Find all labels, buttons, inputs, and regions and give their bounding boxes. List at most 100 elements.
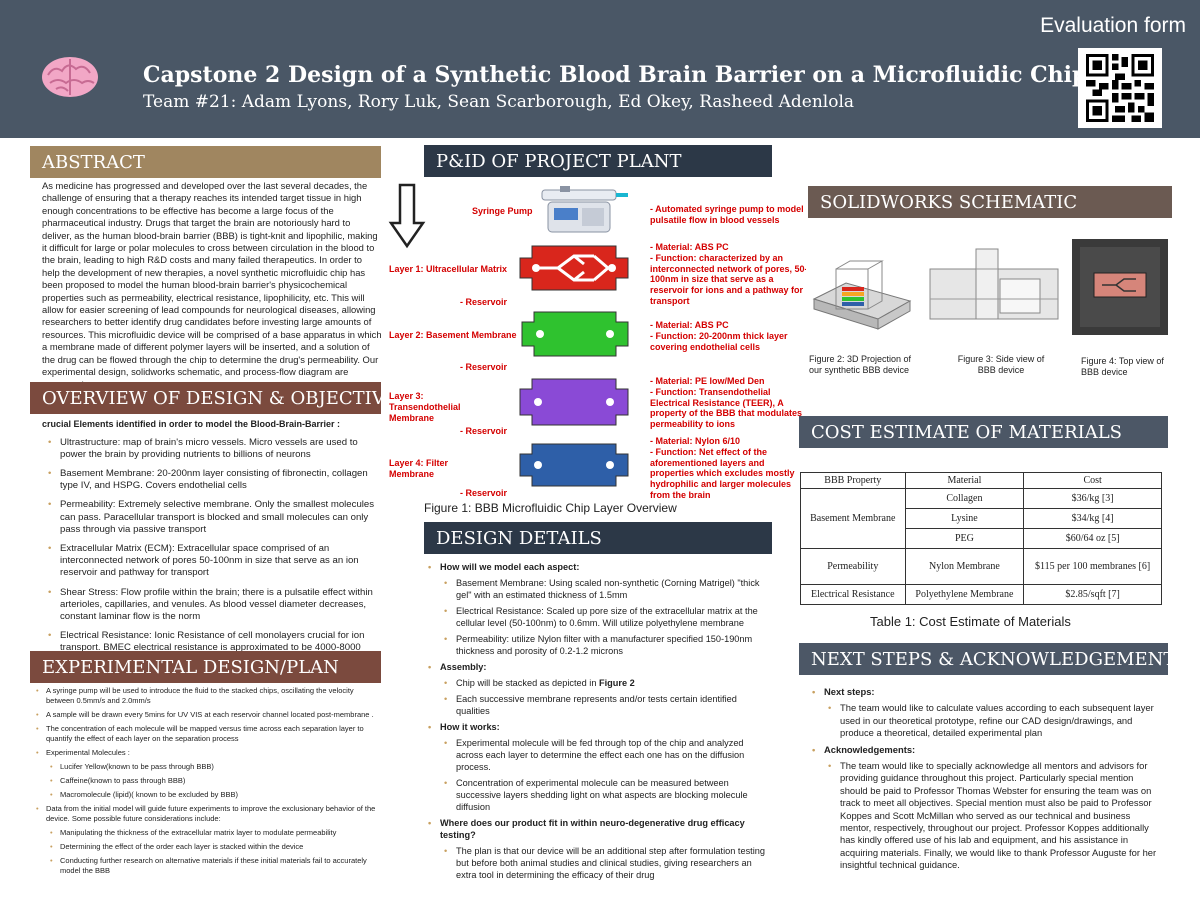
experimental-heading: EXPERIMENTAL DESIGN/PLAN — [30, 651, 381, 683]
figure1-caption: Figure 1: BBB Microfluidic Chip Layer Ov… — [424, 501, 677, 515]
design-question: Assembly: — [422, 661, 772, 673]
property-cell: Electrical Resistance — [800, 584, 906, 605]
layer3-desc: - Material: PE low/Med Den - Function: T… — [650, 376, 803, 430]
table-row: Lysine $34/kg [4] — [801, 508, 1162, 529]
next-steps-item: The team would like to calculate values … — [822, 702, 1162, 739]
table-row: Basement Membrane Collagen $36/kg [3] — [800, 488, 1162, 549]
cost-cell: $34/kg [4] — [1023, 508, 1162, 529]
future-item: Conducting further research on alternati… — [46, 856, 382, 876]
layer4-desc: - Material: Nylon 6/10 - Function: Net e… — [650, 436, 795, 500]
layer3-label: Layer 3: Transendothelial Membrane — [389, 391, 461, 423]
table-row: Permeability Nylon Membrane $115 per 100… — [800, 548, 1162, 585]
overview-item: Ultrastructure: map of brain's micro ves… — [42, 437, 382, 461]
column-header: BBB Property — [800, 472, 906, 489]
cost-table: BBB Property Material Cost Basement Memb… — [800, 472, 1162, 605]
syringe-pump-icon — [541, 186, 628, 233]
layer3-chip — [519, 378, 629, 426]
next-steps-label: Next steps: — [806, 686, 1162, 699]
next-steps-list: Next steps: The team would like to calcu… — [806, 686, 1162, 876]
syringe-pump-label: Syringe Pump — [472, 206, 533, 216]
overview-item: Basement Membrane: 20-200nm layer consis… — [42, 468, 382, 492]
design-question: Where does our product fit in within neu… — [422, 817, 772, 841]
experimental-item: A sample will be drawn every 5mins for U… — [32, 710, 382, 720]
layer2-chip — [521, 311, 629, 357]
design-item: Experimental molecule will be fed throug… — [438, 737, 772, 773]
cost-cell: $60/64 oz [5] — [1023, 528, 1162, 549]
experimental-item: A syringe pump will be used to introduce… — [32, 686, 382, 706]
side-view-image — [926, 239, 1062, 335]
future-item: Determining the effect of the order each… — [46, 842, 382, 852]
layer1-chip — [519, 245, 629, 291]
acknowledgements-item: The team would like to specially acknowl… — [822, 760, 1162, 872]
table1-caption: Table 1: Cost Estimate of Materials — [870, 614, 1071, 629]
next-steps-heading: NEXT STEPS & ACKNOWLEDGEMENTS — [799, 643, 1188, 675]
molecule-item: Lucifer Yellow(known to be pass through … — [46, 762, 382, 772]
material-cell: Polyethylene Membrane — [904, 584, 1025, 605]
acknowledgements-label: Acknowledgements: — [806, 744, 1162, 757]
overview-lead: crucial Elements identified in order to … — [42, 419, 341, 429]
syringe-pump-desc: - Automated syringe pump to model pulsat… — [650, 204, 804, 225]
design-question: How it works: — [422, 721, 772, 733]
pid-heading: P&ID OF PROJECT PLANT — [424, 145, 772, 177]
figure4-caption: Figure 4: Top view of BBB device — [1081, 356, 1164, 377]
cost-cell: $2.85/sqft [7] — [1023, 584, 1162, 605]
experimental-item: Experimental Molecules : — [32, 748, 382, 758]
3d-projection-image — [806, 239, 918, 347]
figure2-caption: Figure 2: 3D Projection of our synthetic… — [809, 354, 912, 375]
experimental-list: A syringe pump will be used to introduce… — [32, 686, 382, 880]
top-view-image — [1072, 239, 1168, 335]
design-item: Basement Membrane: Using scaled non-synt… — [438, 577, 772, 601]
overview-list: crucial Elements identified in order to … — [42, 418, 382, 674]
team-members: Team #21: Adam Lyons, Rory Luk, Sean Sca… — [143, 92, 855, 112]
material-cell: Lysine — [904, 508, 1025, 529]
design-question: How will we model each aspect: — [422, 561, 772, 573]
table-header-row: BBB Property Material Cost — [800, 472, 1162, 489]
material-cell: PEG — [904, 528, 1025, 549]
molecule-item: Caffeine(known to pass through BBB) — [46, 776, 382, 786]
design-item: The plan is that our device will be an a… — [438, 845, 772, 881]
cost-cell: $115 per 100 membranes [6] — [1023, 548, 1162, 585]
abstract-heading: ABSTRACT — [30, 146, 381, 178]
molecule-item: Macromolecule (lipid)( known to be exclu… — [46, 790, 382, 800]
future-item: Manipulating the thickness of the extrac… — [46, 828, 382, 838]
layer2-desc: - Material: ABS PC - Function: 20-200nm … — [650, 320, 788, 352]
abstract-body: As medicine has progressed and developed… — [42, 180, 382, 390]
cost-heading: COST ESTIMATE OF MATERIALS — [799, 416, 1168, 448]
layer4-label: Layer 4: Filter Membrane — [389, 458, 449, 479]
layer4-chip — [519, 443, 629, 487]
design-item-text: Chip will be stacked as depicted in — [456, 678, 599, 688]
experimental-item: The concentration of each molecule will … — [32, 724, 382, 744]
reservoir-label: - Reservoir — [460, 426, 508, 436]
design-item: Electrical Resistance: Scaled up pore si… — [438, 605, 772, 629]
design-item: Chip will be stacked as depicted in Figu… — [438, 677, 772, 689]
qr-code-icon[interactable] — [1078, 48, 1162, 128]
overview-item: Permeability: Extremely selective membra… — [42, 499, 382, 536]
solidworks-heading: SOLIDWORKS SCHEMATIC — [808, 186, 1172, 218]
overview-item: Shear Stress: Flow profile within the br… — [42, 587, 382, 624]
design-item: Permeability: utilize Nylon filter with … — [438, 633, 772, 657]
reservoir-label: - Reservoir — [460, 488, 508, 498]
design-list: How will we model each aspect: Basement … — [422, 561, 772, 885]
flow-down-arrow-icon — [388, 183, 426, 249]
figure2-reference: Figure 2 — [599, 678, 635, 688]
table-row: PEG $60/64 oz [5] — [801, 528, 1162, 549]
design-item: Concentration of experimental molecule c… — [438, 777, 772, 813]
overview-heading: OVERVIEW OF DESIGN & OBJECTIVES — [30, 382, 410, 414]
evaluation-form-link[interactable]: Evaluation form — [1040, 14, 1186, 37]
layer2-label: Layer 2: Basement Membrane — [389, 330, 517, 340]
material-cell: Collagen — [904, 488, 1025, 509]
figure3-caption: Figure 3: Side view of BBB device — [957, 354, 1045, 375]
column-header: Cost — [1023, 472, 1162, 489]
layer1-desc: - Material: ABS PC - Function: character… — [650, 242, 808, 306]
reservoir-label: - Reservoir — [460, 362, 508, 372]
poster-title: Capstone 2 Design of a Synthetic Blood B… — [143, 62, 1088, 88]
overview-item: Extracellular Matrix (ECM): Extracellula… — [42, 543, 382, 580]
experimental-future-lead: Data from the initial model will guide f… — [32, 804, 382, 824]
brain-icon — [42, 57, 98, 97]
material-cell: Nylon Membrane — [904, 548, 1025, 585]
reservoir-label: - Reservoir — [460, 297, 508, 307]
cost-cell: $36/kg [3] — [1023, 488, 1162, 509]
design-item: Each successive membrane represents and/… — [438, 693, 772, 717]
column-header: Material — [904, 472, 1025, 489]
property-cell: Permeability — [800, 548, 906, 585]
